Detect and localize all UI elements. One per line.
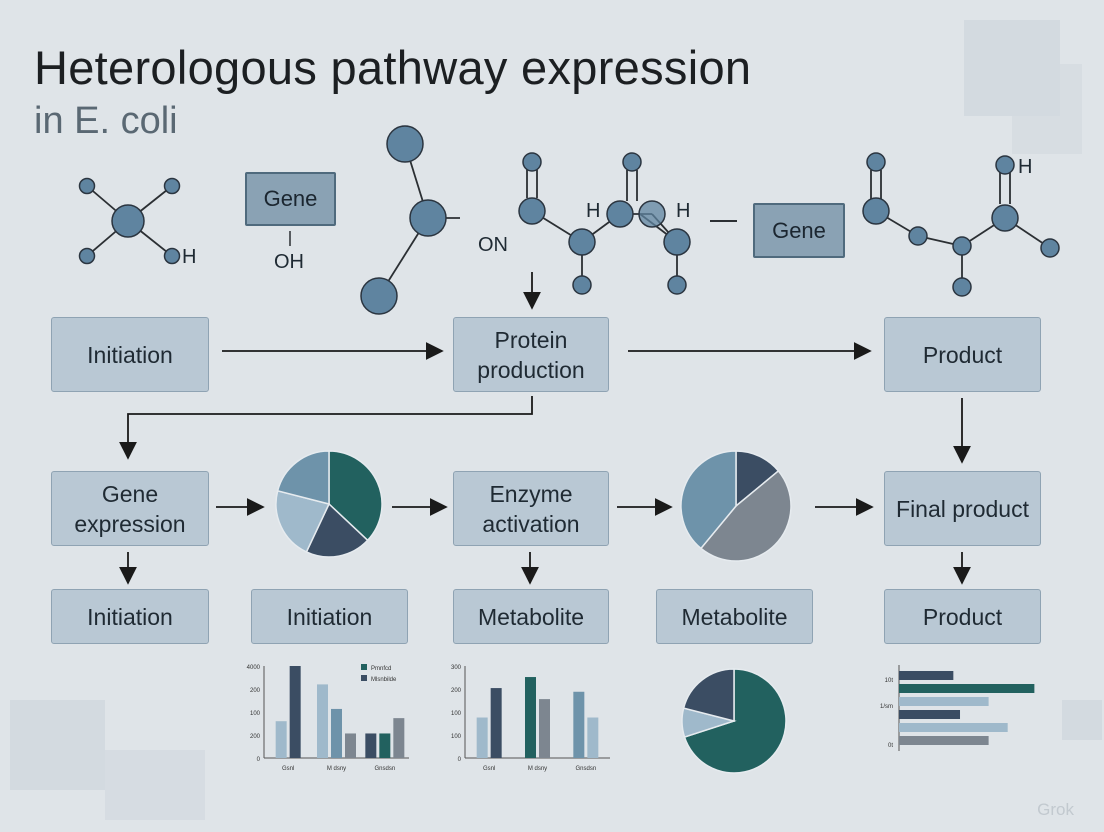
bar-chart-2-bar [525,677,536,758]
bar-chart-2-bar [539,699,550,758]
bar-chart-1-bar [365,733,377,758]
hbar-chart-bar [899,723,1008,732]
pie-3-slice-2 [682,668,735,722]
box-product-top: Product [884,317,1041,392]
pie-1-slice-2 [275,489,331,553]
bar-chart-2-bar [490,688,502,758]
bar-chart-1-bar [289,666,301,758]
box-metabolite-2: Metabolite [656,589,813,644]
bar-chart-2-bar [476,717,488,758]
bar-chart-2-y-tick: 300 [451,665,462,671]
bar-chart-2-x-tick: M dsny [528,766,547,772]
atom-label-h: H [676,200,691,222]
bar-chart-1-x-tick: Gsnl [282,766,294,772]
atom-label-on: ON [478,234,508,256]
molecule-left-atoms [78,177,181,265]
bar-chart-1-y-tick: 200 [250,688,261,694]
atom-label-h: H [182,246,197,268]
bar-chart-2-bar [573,691,585,758]
molecule-right-atoms [862,152,1060,297]
molecule-center-atoms [360,125,447,315]
bar-chart-1-bar [317,684,328,758]
bar-chart-1-bar [379,733,391,758]
atom-label-oh: OH [274,251,304,273]
bar-chart-1-bar [331,708,342,758]
bar-chart-1-legend-label: Pmnfcd [371,666,391,672]
flow-arrows [119,272,971,585]
grok-watermark: Grok [1037,800,1074,819]
box-metabolite-1: Metabolite [453,589,609,644]
bar-chart-1-legend-swatch [361,675,367,681]
pie-1-slice-3 [276,450,330,505]
bar-chart-1-legend-swatch [361,664,367,670]
bar-chart-2-bar [587,717,599,758]
hbar-chart-y-label: 0t [888,743,893,749]
decor-square [1012,64,1082,154]
atom-label-h: H [586,200,601,222]
pie-1-slice-1 [305,502,369,558]
page-subtitle: in E. coli [34,100,178,142]
box-initiation-top: Initiation [51,317,209,392]
pie-2-slice-2 [680,450,737,550]
bar-chart-1-y-tick: 200 [250,734,261,740]
decor-square [1062,700,1102,740]
decor-square [10,700,105,790]
hbar-chart-bar [899,736,989,745]
bar-chart-1-y-tick: 100 [250,711,261,717]
gene-tag-right: Gene [753,203,845,258]
bar-chart-1-legend-label: Mlsnbilde [371,677,397,683]
hbar-chart-bar [899,710,961,719]
box-enzyme-activation: Enzyme activation [453,471,609,546]
atom-label-h: H [1018,156,1033,178]
bar-chart-2-y-tick: 0 [458,757,462,763]
bar-chart-1-y-tick: 0 [257,757,261,763]
gene-tag-left: Gene [245,172,336,226]
bar-chart-2-x-tick: Gnsdsn [575,766,596,772]
bar-chart-1-bar [275,721,287,758]
hbar-chart-bar [899,671,954,680]
bar-chart-2-x-tick: Gsnl [483,766,495,772]
bar-chart-2-y-tick: 200 [451,688,462,694]
bar-chart-1-bar [345,733,356,758]
molecule-chain-atoms [518,152,691,295]
bar-chart-1-x-tick: Gnsdsn [374,766,395,772]
decor-square [105,750,205,820]
hbar-chart-bar [899,684,1035,693]
bar-chart-1-bar [393,718,405,758]
box-protein-production: Protein production [453,317,609,392]
bar-chart-1-y-tick: 4000 [247,665,261,671]
page-title: Heterologous pathway expression [34,41,752,94]
box-initiation-2: Initiation [251,589,408,644]
hbar-chart-bar [899,697,989,706]
pie-1-slice-0 [328,450,383,542]
box-product-bottom: Product [884,589,1041,644]
hbar-chart-y-label: 1/sm [880,704,893,710]
bar-chart-2-y-tick: 100 [451,734,462,740]
bar-chart-1-x-tick: M dsny [327,766,346,772]
box-initiation-1: Initiation [51,589,209,644]
pie-2-slice-1 [699,469,792,562]
box-final-product: Final product [884,471,1041,546]
box-gene-expression: Gene expression [51,471,209,546]
hbar-chart-y-label: 10t [885,678,894,684]
bar-chart-2-y-tick: 100 [451,711,462,717]
